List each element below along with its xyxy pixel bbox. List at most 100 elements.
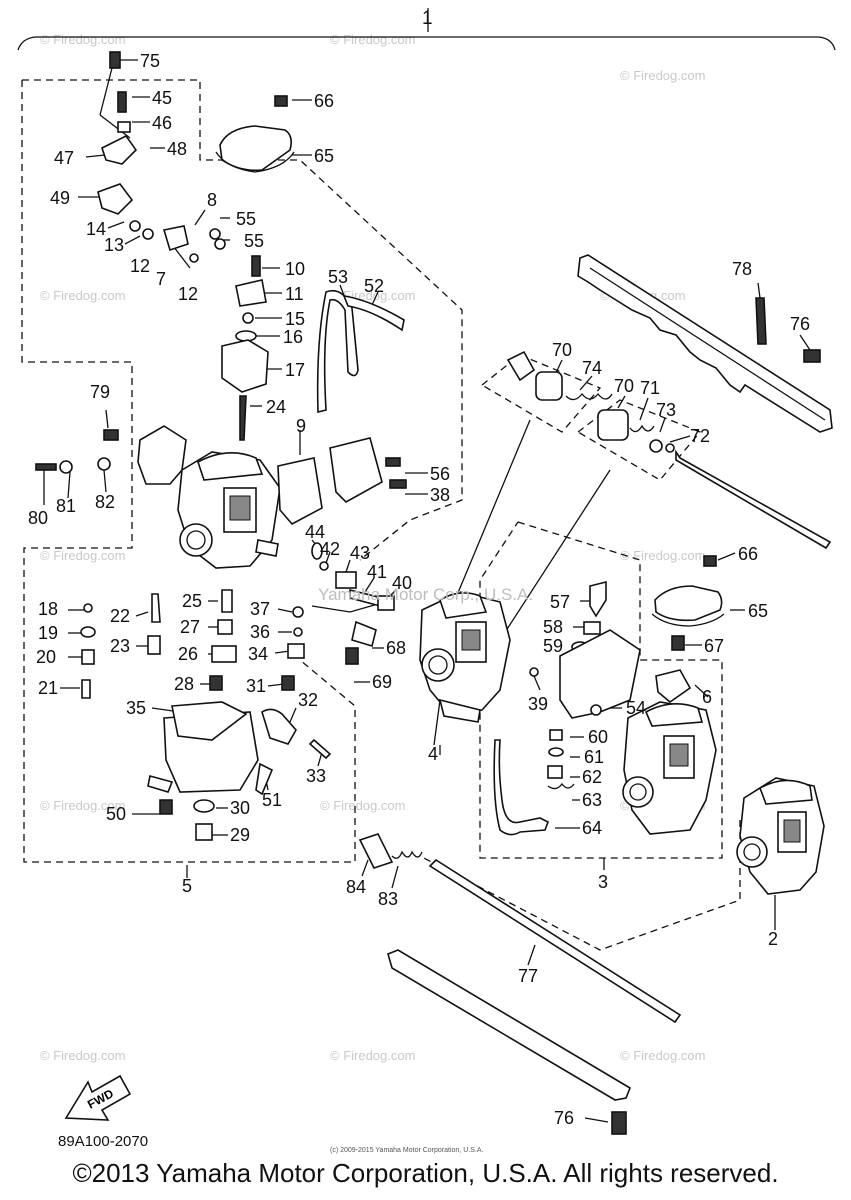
callout-77: 77	[518, 966, 538, 986]
callout-83: 83	[378, 889, 398, 909]
group-boundaries	[21, 79, 741, 951]
callout-81: 81	[56, 496, 76, 516]
brand-watermark: Yamaha Motor Corp., U.S.A.	[318, 585, 533, 604]
callout-19: 19	[38, 623, 58, 643]
callout-60: 60	[588, 727, 608, 747]
callout-54: 54	[626, 698, 646, 718]
callout-70: 70	[552, 340, 572, 360]
callout-36: 36	[250, 622, 270, 642]
callout-50: 50	[106, 804, 126, 824]
callout-59: 59	[543, 636, 563, 656]
callout-14: 14	[86, 219, 106, 239]
callout-6: 6	[702, 687, 712, 707]
callout-20: 20	[36, 647, 56, 667]
callout-40: 40	[392, 573, 412, 593]
callout-51: 51	[262, 790, 282, 810]
callout-67: 67	[704, 636, 724, 656]
callout-66: 66	[314, 91, 334, 111]
callout-61: 61	[584, 747, 604, 767]
callout-25: 25	[182, 591, 202, 611]
callout-12: 12	[130, 256, 150, 276]
callout-47: 47	[54, 148, 74, 168]
callout-78: 78	[732, 259, 752, 279]
callout-44: 44	[305, 522, 325, 542]
callout-30: 30	[230, 798, 250, 818]
watermark-text: © Firedog.com	[320, 798, 405, 813]
part-callouts: 75 45 46 47 48 49 14 13 12 7 12 8 55 55 …	[28, 51, 810, 1128]
callout-27: 27	[180, 617, 200, 637]
callout-13: 13	[104, 235, 124, 255]
carburetor-3	[622, 701, 717, 835]
callout-71: 71	[640, 378, 660, 398]
callout-1: 1	[422, 8, 433, 29]
callout-7: 7	[156, 269, 166, 289]
callout-28: 28	[174, 674, 194, 694]
callout-80: 80	[28, 508, 48, 528]
callout-69: 69	[372, 672, 392, 692]
carburetor-5	[177, 451, 281, 569]
callout-16: 16	[283, 327, 303, 347]
callout-15: 15	[285, 309, 305, 329]
callout-45: 45	[152, 88, 172, 108]
callout-75: 75	[140, 51, 160, 71]
fwd-arrow-icon: FWD	[64, 1074, 132, 1121]
small-components	[35, 51, 821, 1135]
watermark-text: © Firedog.com	[40, 798, 125, 813]
callout-56: 56	[430, 464, 450, 484]
callout-22: 22	[110, 606, 130, 626]
group-callout-2: 2	[768, 929, 778, 949]
callout-49: 49	[50, 188, 70, 208]
group-callout-3: 3	[598, 872, 608, 892]
callout-32: 32	[298, 690, 318, 710]
callout-39: 39	[528, 694, 548, 714]
callout-82: 82	[95, 492, 115, 512]
watermark-text: © Firedog.com	[620, 548, 705, 563]
callout-35: 35	[126, 698, 146, 718]
callout-76: 76	[790, 314, 810, 334]
callout-66b: 66	[738, 544, 758, 564]
callout-57: 57	[550, 592, 570, 612]
callout-37: 37	[250, 599, 270, 619]
callout-10: 10	[285, 259, 305, 279]
small-copyright: (c) 2009-2015 Yamaha Motor Corporation, …	[330, 1147, 484, 1154]
callout-63: 63	[582, 790, 602, 810]
callout-46: 46	[152, 113, 172, 133]
watermark-text: © Firedog.com	[40, 288, 125, 303]
footer-copyright: ©2013 Yamaha Motor Corporation, U.S.A. A…	[72, 1158, 779, 1188]
callout-73: 73	[656, 400, 676, 420]
callout-68: 68	[386, 638, 406, 658]
callout-55: 55	[236, 209, 256, 229]
group-callout-5: 5	[182, 876, 192, 896]
callout-48: 48	[167, 139, 187, 159]
callout-18: 18	[38, 599, 58, 619]
callout-8: 8	[207, 190, 217, 210]
rods-and-rails	[311, 254, 833, 1101]
callout-42: 42	[320, 539, 340, 559]
callout-24: 24	[266, 397, 286, 417]
watermark-text: © Firedog.com	[40, 32, 125, 47]
diagram-part-code: 89A100-2070	[58, 1133, 149, 1150]
callout-43: 43	[350, 543, 370, 563]
callout-74: 74	[582, 358, 602, 378]
callout-9: 9	[296, 416, 306, 436]
callout-79: 79	[90, 382, 110, 402]
callout-52: 52	[364, 276, 384, 296]
header-bracket: 1	[17, 8, 836, 51]
leader-lines	[43, 59, 811, 1123]
callout-26: 26	[178, 644, 198, 664]
callout-76b: 76	[554, 1108, 574, 1128]
group-callout-4: 4	[428, 744, 438, 764]
callout-21: 21	[38, 678, 58, 698]
callout-29: 29	[230, 825, 250, 845]
callout-72: 72	[690, 426, 710, 446]
callout-84: 84	[346, 877, 366, 897]
callout-23: 23	[110, 636, 130, 656]
watermark-layer: © Firedog.com © Firedog.com © Firedog.com ©…	[40, 32, 705, 1063]
callout-55b: 55	[244, 231, 264, 251]
callout-65b: 65	[748, 601, 768, 621]
carburetor-4	[419, 591, 511, 723]
callout-38: 38	[430, 485, 450, 505]
group-callouts: 2 3 4 5	[182, 744, 778, 949]
watermark-text: © Firedog.com	[620, 1048, 705, 1063]
